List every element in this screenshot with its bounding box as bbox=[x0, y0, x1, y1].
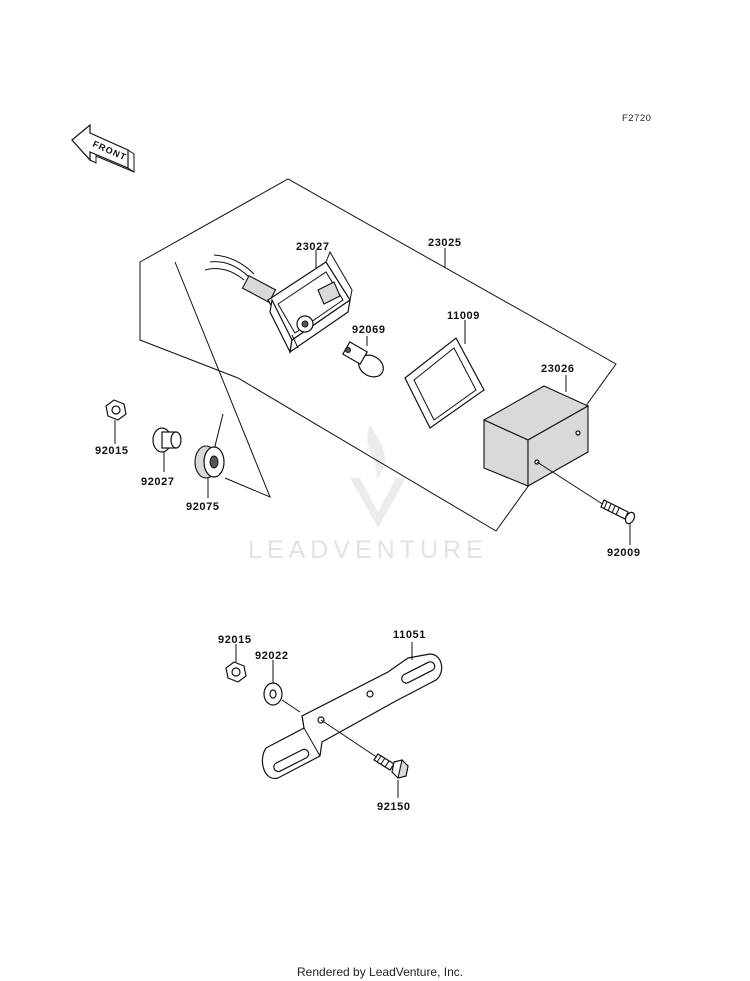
bracket-11051 bbox=[261, 653, 443, 779]
part-label-92150: 92150 bbox=[377, 801, 411, 813]
part-label-92075: 92075 bbox=[186, 501, 220, 513]
part-label-92069: 92069 bbox=[352, 324, 386, 336]
part-label-92022: 92022 bbox=[255, 650, 289, 662]
screw-92009 bbox=[600, 499, 636, 525]
lamp-socket-23027 bbox=[204, 250, 353, 354]
footer-credit: Rendered by LeadVenture, Inc. bbox=[297, 965, 463, 979]
leadventure-watermark: LEADVENTURE bbox=[248, 425, 488, 564]
part-label-92009: 92009 bbox=[607, 547, 641, 559]
part-label-11009: 11009 bbox=[447, 310, 480, 322]
grommet-guide-lines bbox=[174, 261, 271, 498]
lens-23026 bbox=[482, 385, 590, 487]
part-label-23025: 23025 bbox=[428, 237, 462, 249]
bulb-92069 bbox=[342, 341, 384, 378]
part-label-11051: 11051 bbox=[393, 629, 426, 641]
leader-lines bbox=[114, 248, 631, 798]
assembly-outline bbox=[139, 178, 617, 532]
washer-92022 bbox=[263, 682, 283, 706]
diagram-ref-code: F2720 bbox=[622, 113, 651, 124]
grommet-92075 bbox=[194, 445, 225, 479]
part-label-23027: 23027 bbox=[296, 241, 330, 253]
part-label-23026: 23026 bbox=[541, 363, 575, 375]
watermark-text: LEADVENTURE bbox=[248, 536, 488, 564]
part-label-92015-bottom: 92015 bbox=[218, 634, 252, 646]
part-label-92027: 92027 bbox=[141, 476, 175, 488]
part-label-92015-left: 92015 bbox=[95, 445, 129, 457]
collar-92027 bbox=[152, 427, 182, 453]
nut-92015-bottom bbox=[225, 661, 247, 683]
nut-92015-left bbox=[105, 399, 127, 421]
bolt-92150 bbox=[373, 753, 409, 779]
gasket-11009 bbox=[404, 337, 485, 429]
front-arrow-icon: FRONT bbox=[71, 123, 135, 173]
